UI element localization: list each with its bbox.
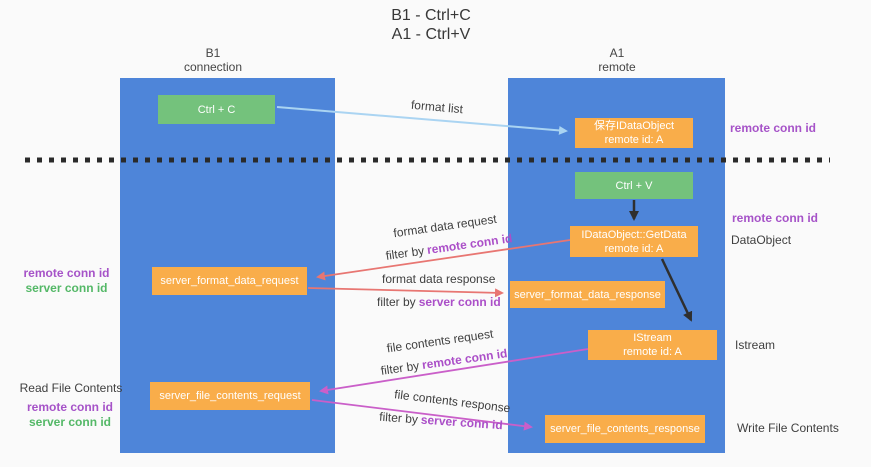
left-column-name: B1: [205, 46, 221, 60]
server-file-contents-response-node: server_file_contents_response: [545, 415, 705, 443]
remote-conn-id-label-mid: remote conn id: [732, 211, 819, 225]
filter-by-text: filter by: [378, 409, 419, 427]
ctrl-c-label: Ctrl + C: [197, 103, 236, 116]
dataobject-label: DataObject: [731, 233, 792, 247]
left-conn-id-group-format: remote conn id server conn id: [14, 266, 119, 296]
server-conn-id-highlight: server conn id: [420, 412, 504, 433]
server-format-data-response-node: server_format_data_response: [510, 281, 665, 308]
istream-side-label: Istream: [735, 338, 776, 352]
left-column-header: B1 connection: [138, 46, 288, 74]
ctrl-c-node: Ctrl + C: [158, 95, 275, 124]
left-conn-id-group-file: remote conn id server conn id: [20, 400, 120, 430]
istream-node: IStream remote id: A: [588, 330, 717, 360]
server-conn-id-label-left1: server conn id: [25, 281, 108, 295]
getdata-label: IDataObject::GetData: [581, 228, 687, 241]
diagram-title: B1 - Ctrl+C A1 - Ctrl+V: [281, 6, 581, 44]
istream-remote-id: remote id: A: [623, 346, 682, 358]
right-column-header: A1 remote: [542, 46, 692, 74]
ctrl-v-node: Ctrl + V: [575, 172, 693, 199]
read-file-contents-label: Read File Contents: [19, 381, 123, 395]
remote-conn-id-label-left1: remote conn id: [23, 266, 110, 280]
save-idataobject-node: 保存IDataObject remote id: A: [575, 118, 693, 148]
server-format-data-request-node: server_format_data_request: [152, 267, 307, 295]
remote-conn-id-label-top: remote conn id: [730, 121, 817, 135]
server-format-data-request-label: server_format_data_request: [160, 275, 299, 287]
getdata-remote-id: remote id: A: [604, 242, 664, 255]
idataobject-getdata-node: IDataObject::GetData remote id: A: [570, 226, 698, 257]
format-data-response-arrow: [307, 287, 504, 298]
remote-conn-id-highlight: remote conn id: [426, 231, 514, 258]
format-data-response-label: format data response: [382, 272, 496, 286]
format-list-label: format list: [410, 97, 464, 117]
title-line-1: B1 - Ctrl+C: [391, 7, 471, 24]
right-column-role: remote: [598, 60, 636, 74]
filter-by-text: filter by: [379, 358, 421, 378]
server-conn-id-label-left2: server conn id: [28, 415, 112, 429]
server-file-contents-response-label: server_file_contents_response: [550, 423, 700, 435]
write-file-contents-label: Write File Contents: [737, 421, 839, 435]
filter-by-text: filter by: [384, 243, 426, 263]
right-column-name: A1: [609, 46, 625, 60]
server-conn-id-highlight: server conn id: [418, 295, 501, 309]
save-idataobject-label: 保存IDataObject: [593, 120, 675, 132]
left-column-role: connection: [183, 60, 243, 74]
file-contents-response-label: file contents response: [393, 387, 512, 416]
title-line-2: A1 - Ctrl+V: [391, 26, 471, 43]
remote-conn-id-highlight: remote conn id: [421, 346, 509, 373]
istream-label: IStream: [633, 332, 672, 344]
ctrl-v-label: Ctrl + V: [615, 179, 653, 192]
server-file-contents-request-label: server_file_contents_request: [159, 390, 301, 402]
filter-by-text: filter by: [377, 295, 416, 309]
remote-conn-id-label-left2: remote conn id: [26, 400, 113, 414]
save-idataobject-remote-id: remote id: A: [604, 134, 664, 146]
server-format-data-response-label: server_format_data_response: [514, 288, 661, 301]
server-file-contents-request-node: server_file_contents_request: [150, 382, 310, 410]
